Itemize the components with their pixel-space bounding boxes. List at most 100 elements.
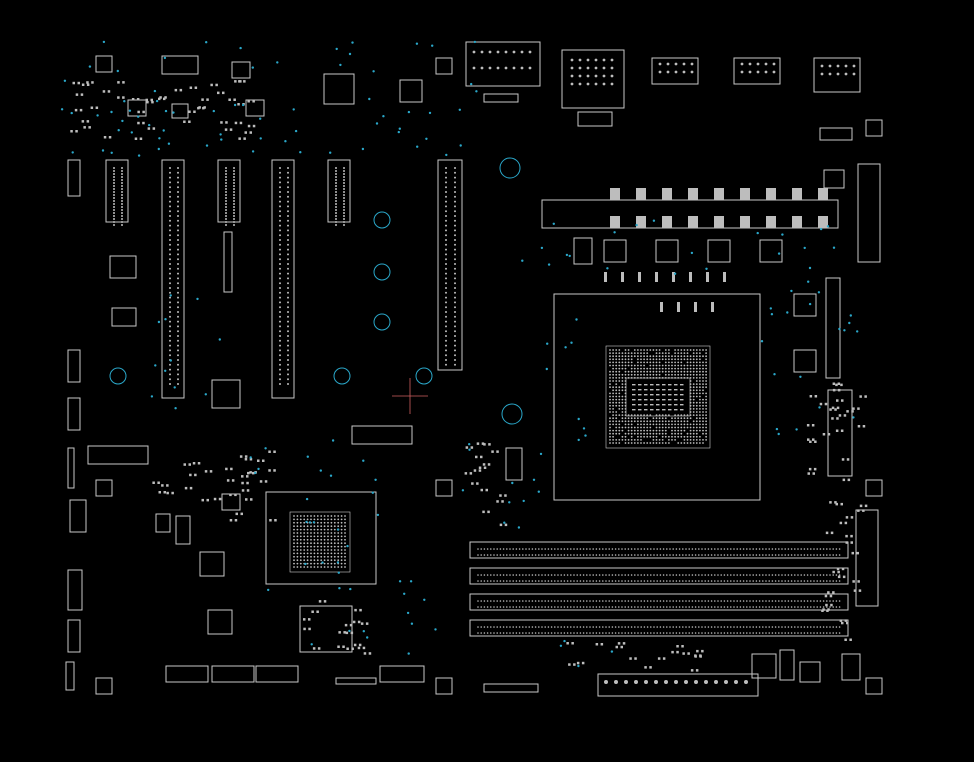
- ic-footprint: [111, 307, 137, 327]
- mounting-hole: [333, 367, 351, 385]
- dvi-connector: [561, 49, 625, 109]
- choke: [655, 239, 679, 263]
- ic-qfp: [323, 73, 355, 105]
- mounting-pad: [865, 479, 883, 497]
- ic-footprint: [231, 61, 251, 79]
- ic-footprint: [161, 55, 199, 75]
- ic-qfp: [399, 79, 423, 103]
- cpu-area: [541, 163, 881, 501]
- capacitor: [175, 515, 191, 545]
- via-array: [60, 40, 859, 668]
- mounting-pad: [435, 677, 453, 695]
- choke: [603, 239, 627, 263]
- ic-footprint: [127, 99, 147, 117]
- header-pins: [67, 397, 81, 431]
- pcie-x1-slot-b: [217, 159, 241, 223]
- slot-latch: [223, 231, 233, 293]
- connector-strip: [855, 509, 879, 607]
- choke: [707, 239, 731, 263]
- mounting-holes: [109, 157, 523, 425]
- chipset-ball-grid: [289, 511, 351, 573]
- ic-footprint: [221, 493, 241, 511]
- header-pins: [69, 499, 87, 533]
- mounting-hole: [499, 157, 521, 179]
- cpu-land-grid: [605, 345, 711, 449]
- pad-array: [70, 50, 868, 684]
- header-pins: [67, 159, 81, 197]
- front-panel-header: [379, 665, 425, 683]
- chipset-outline: [265, 491, 377, 585]
- capacitor: [841, 653, 861, 681]
- pcie-x1-slot-c: [327, 159, 351, 223]
- capacitor: [505, 447, 523, 481]
- mounting-pad: [95, 677, 113, 695]
- capacitor: [155, 513, 171, 533]
- top-left-components: [67, 55, 883, 197]
- mounting-hole: [373, 211, 391, 229]
- header-pins: [65, 661, 75, 691]
- ic-footprint: [751, 653, 777, 679]
- ic-soic: [87, 445, 149, 465]
- ic-footprint: [109, 255, 137, 279]
- pcie-x16-slot-b: [271, 159, 295, 399]
- choke: [823, 169, 845, 189]
- dimm-slots: [469, 541, 849, 697]
- front-panel-header: [165, 665, 209, 683]
- serial-connector-b: [813, 57, 861, 93]
- capacitor: [779, 649, 795, 681]
- power-connector-8pin: [857, 163, 881, 263]
- choke: [759, 239, 783, 263]
- dimm-slot-b2: [469, 619, 849, 637]
- dimm-slot-a1: [469, 541, 849, 559]
- choke: [793, 349, 817, 373]
- origin-marker: [392, 378, 428, 414]
- dimm-slot-b1: [469, 593, 849, 611]
- mounting-pad: [865, 677, 883, 695]
- header-pins: [67, 349, 81, 383]
- rear-io-area: [465, 41, 861, 141]
- front-panel-header: [255, 665, 299, 683]
- mounting-hole: [415, 367, 433, 385]
- header-pins: [483, 683, 539, 693]
- left-edge-headers: [65, 349, 883, 695]
- connector-footprint: [577, 111, 613, 127]
- mounting-hole: [109, 367, 127, 385]
- dimm-slot-a2: [469, 567, 849, 585]
- connector-footprint: [819, 127, 853, 141]
- connector-strip: [827, 389, 853, 477]
- ic-qfn: [207, 609, 233, 635]
- mounting-pad: [95, 55, 113, 73]
- header-pins: [67, 569, 83, 611]
- cpu-socket-outline: [553, 293, 761, 501]
- pcie-x16-slot-c: [437, 159, 463, 371]
- vga-connector: [651, 57, 699, 85]
- resistor-array: [299, 605, 353, 653]
- ic-qfn: [199, 551, 225, 577]
- choke: [793, 293, 817, 317]
- bottom-headers: [165, 605, 539, 693]
- serial-connector-a: [733, 57, 781, 85]
- connector-strip: [825, 277, 841, 379]
- ic-footprint: [171, 103, 189, 119]
- mounting-hole: [501, 403, 523, 425]
- pcie-slots: [105, 159, 463, 399]
- mounting-pad: [865, 119, 883, 137]
- mounting-hole: [373, 263, 391, 281]
- bottom-right-components: [751, 509, 879, 683]
- atx-power-connector: [597, 673, 759, 697]
- chipset-area: [87, 255, 523, 635]
- ic-footprint: [245, 99, 265, 117]
- ic-soic: [351, 425, 413, 445]
- header-pins: [67, 619, 81, 653]
- usb-stack-connector: [465, 41, 541, 87]
- header-pins: [335, 677, 377, 685]
- ic-qfn: [211, 379, 241, 409]
- ic-footprint: [799, 661, 821, 683]
- pcie-x16-slot-a: [161, 159, 185, 399]
- header-pins: [483, 93, 519, 103]
- mounting-pad: [435, 479, 453, 497]
- mounting-hole: [373, 313, 391, 331]
- choke: [573, 237, 593, 265]
